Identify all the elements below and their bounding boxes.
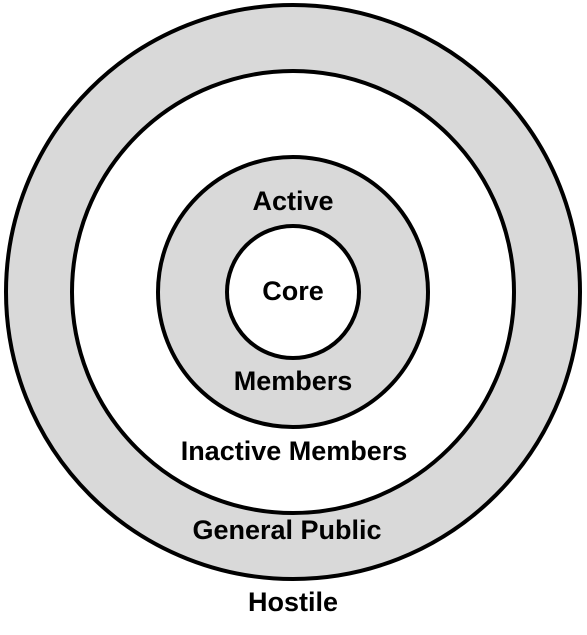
label-inactive-members: Inactive Members: [181, 436, 408, 466]
label-general-public: General Public: [192, 515, 381, 545]
label-members: Members: [234, 366, 353, 396]
core-circle: [225, 224, 361, 360]
label-hostile: Hostile: [248, 587, 338, 617]
label-core: Core: [262, 276, 324, 306]
label-active: Active: [252, 186, 333, 216]
